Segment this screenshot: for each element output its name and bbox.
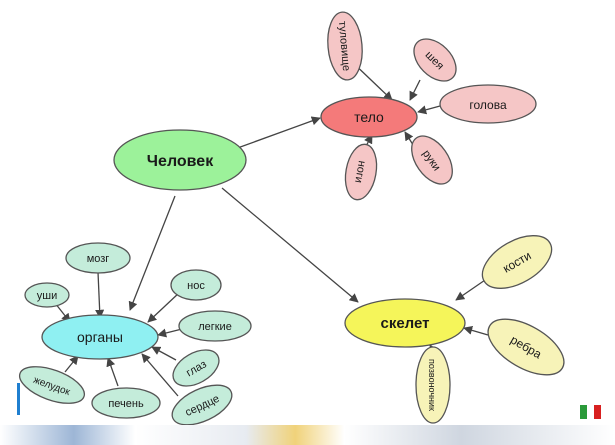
node-center-label: Человек bbox=[147, 153, 214, 170]
leaf-ribs: ребра bbox=[487, 318, 565, 376]
leaf-stomach-shape bbox=[18, 366, 86, 404]
leaf-ears-shape bbox=[24, 282, 70, 308]
leaf-nose-shape bbox=[170, 269, 222, 301]
edge-organs-heart bbox=[141, 353, 179, 397]
node-center-shape bbox=[113, 129, 247, 191]
leaf-brain: мозг bbox=[65, 242, 131, 274]
leaf-torso-label: туловище bbox=[336, 21, 352, 72]
leaf-bones-shape bbox=[481, 235, 553, 289]
leaf-spine-shape bbox=[415, 346, 451, 424]
node-body-shape bbox=[320, 96, 418, 138]
node-body: тело bbox=[320, 96, 418, 138]
leaf-nose: нос bbox=[170, 269, 222, 301]
edge-body-head bbox=[417, 105, 441, 115]
node-skeleton-shape bbox=[344, 298, 466, 348]
leaf-legs-label: ноги bbox=[352, 160, 368, 184]
leaf-stomach: желудок bbox=[18, 366, 86, 404]
edge-organs-liver bbox=[106, 357, 119, 387]
leaf-head: голова bbox=[439, 84, 537, 124]
node-body-label: тело bbox=[354, 109, 384, 125]
leaf-ribs-shape bbox=[487, 318, 565, 376]
leaf-nose-label: нос bbox=[187, 280, 205, 292]
edge-organs-nose bbox=[147, 291, 181, 323]
edge-center-skeleton bbox=[221, 187, 359, 303]
node-skeleton-label: скелет bbox=[380, 315, 429, 332]
leaf-liver-shape bbox=[91, 387, 161, 419]
node-center: Человек bbox=[113, 129, 247, 191]
leaf-brain-shape bbox=[65, 242, 131, 274]
leaf-eyes: глаз bbox=[172, 349, 220, 387]
leaf-legs-shape bbox=[344, 143, 378, 201]
leaf-neck-shape bbox=[413, 38, 457, 82]
edge-skeleton-bones bbox=[455, 277, 489, 301]
leaf-neck: шея bbox=[413, 38, 457, 82]
leaf-lungs-label: легкие bbox=[198, 321, 232, 333]
leaf-eyes-shape bbox=[172, 349, 220, 387]
leaf-brain-label: мозг bbox=[87, 253, 110, 265]
leaf-ears: уши bbox=[24, 282, 70, 308]
edge-organs-stomach bbox=[64, 355, 79, 373]
leaf-spine-label: позвоночник bbox=[427, 359, 437, 411]
node-organs-shape bbox=[41, 314, 159, 360]
leaf-liver-label: печень bbox=[108, 398, 144, 410]
edge-center-organs bbox=[128, 195, 176, 311]
leaf-head-label: голова bbox=[469, 98, 507, 112]
bottom-decorative-strip bbox=[0, 425, 615, 445]
edge-organs-brain bbox=[95, 271, 105, 319]
leaf-torso: туловище bbox=[327, 11, 363, 81]
leaf-heart-shape bbox=[171, 384, 233, 426]
leaf-liver: печень bbox=[91, 387, 161, 419]
edge-skeleton-ribs bbox=[463, 325, 489, 336]
leaf-bones: кости bbox=[481, 235, 553, 289]
leaf-lungs-shape bbox=[178, 310, 252, 342]
node-organs-label: органы bbox=[77, 329, 123, 345]
edge-body-neck bbox=[409, 79, 421, 101]
leaf-hands-shape bbox=[411, 135, 453, 185]
leaf-head-shape bbox=[439, 84, 537, 124]
edge-center-body bbox=[231, 116, 321, 151]
left-accent-bar bbox=[17, 383, 20, 415]
leaf-spine: позвоночник bbox=[415, 346, 451, 424]
leaf-lungs: легкие bbox=[178, 310, 252, 342]
flag-icon bbox=[580, 405, 602, 419]
leaf-torso-shape bbox=[327, 11, 363, 81]
edge-organs-eyes bbox=[151, 346, 177, 361]
leaf-legs: ноги bbox=[344, 143, 378, 201]
leaf-heart: сердце bbox=[171, 384, 233, 426]
leaf-hands: руки bbox=[411, 135, 453, 185]
leaf-ears-label: уши bbox=[37, 290, 57, 302]
node-organs: органы bbox=[41, 314, 159, 360]
node-skeleton: скелет bbox=[344, 298, 466, 348]
